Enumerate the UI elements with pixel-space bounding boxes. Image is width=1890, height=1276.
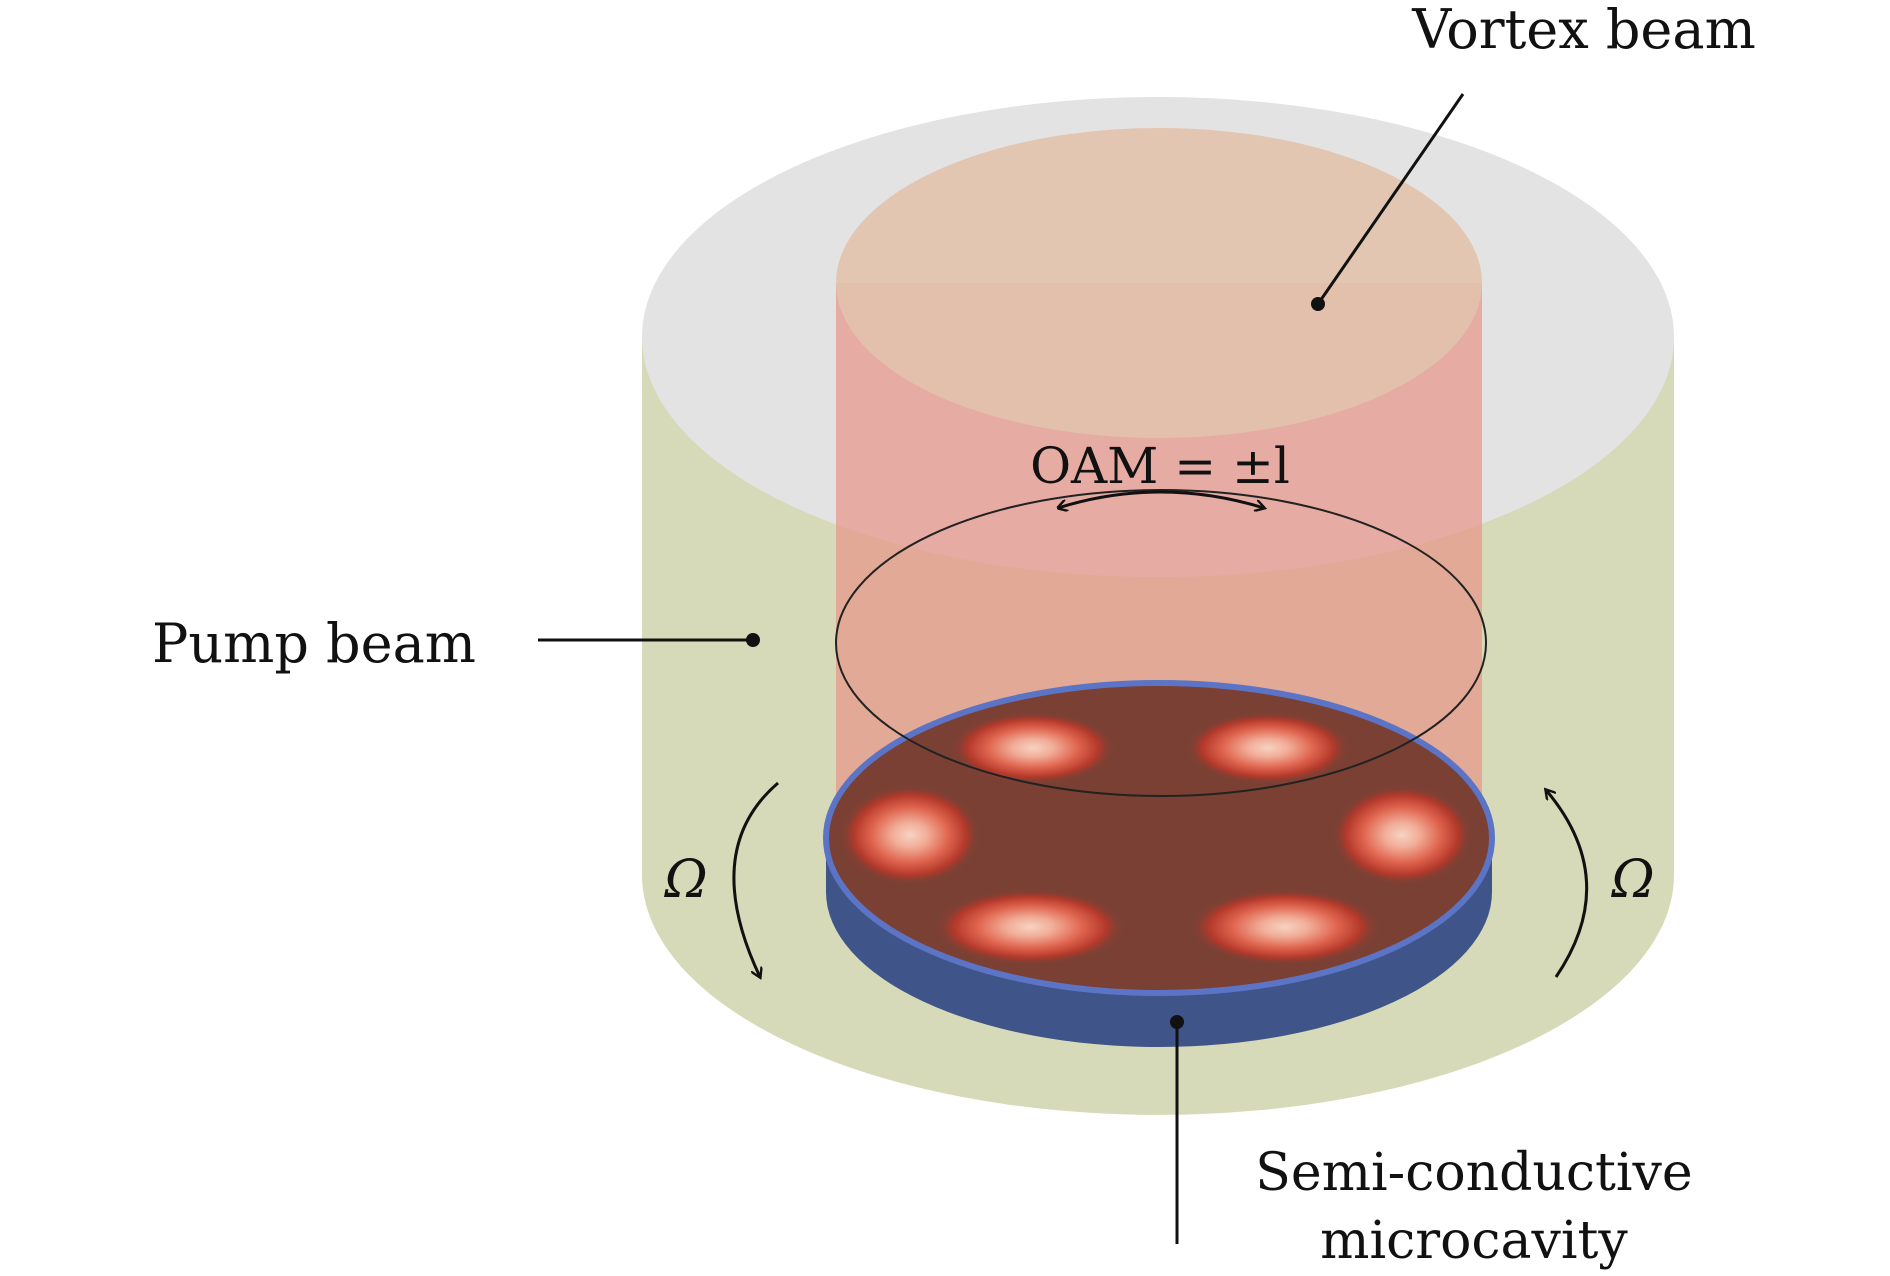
vortex-beam-leader [1316,93,1465,305]
microcavity-disk [823,680,1495,1047]
rotation-arrow-down-icon [732,781,779,977]
omega-left-label: Ω [663,850,707,910]
pump-beam-label: Pump beam [152,612,476,675]
mode-lobe [935,889,1125,965]
oam-label: OAM = ±l [1030,437,1290,495]
microcavity-label-line2: microcavity [1320,1211,1628,1271]
rotation-arrow-up-icon [1546,790,1589,978]
mode-lobe [951,712,1115,784]
mode-lobe [1186,712,1350,784]
microcavity-dot [1170,1015,1184,1029]
microcavity-label-line1: Semi-conductive [1255,1143,1692,1203]
mode-lobe [840,785,980,885]
vortex-beam-dot [1311,297,1325,311]
omega-right-label: Ω [1610,850,1654,910]
oam-arrow-icon [1058,490,1264,508]
vortex-beam-label: Vortex beam [1411,0,1756,61]
mode-lobe [1190,889,1380,965]
vortex-beam-top [836,128,1482,438]
oam-ring [835,489,1487,797]
pump-beam-dot [746,633,760,647]
mode-lobe [1332,785,1472,885]
